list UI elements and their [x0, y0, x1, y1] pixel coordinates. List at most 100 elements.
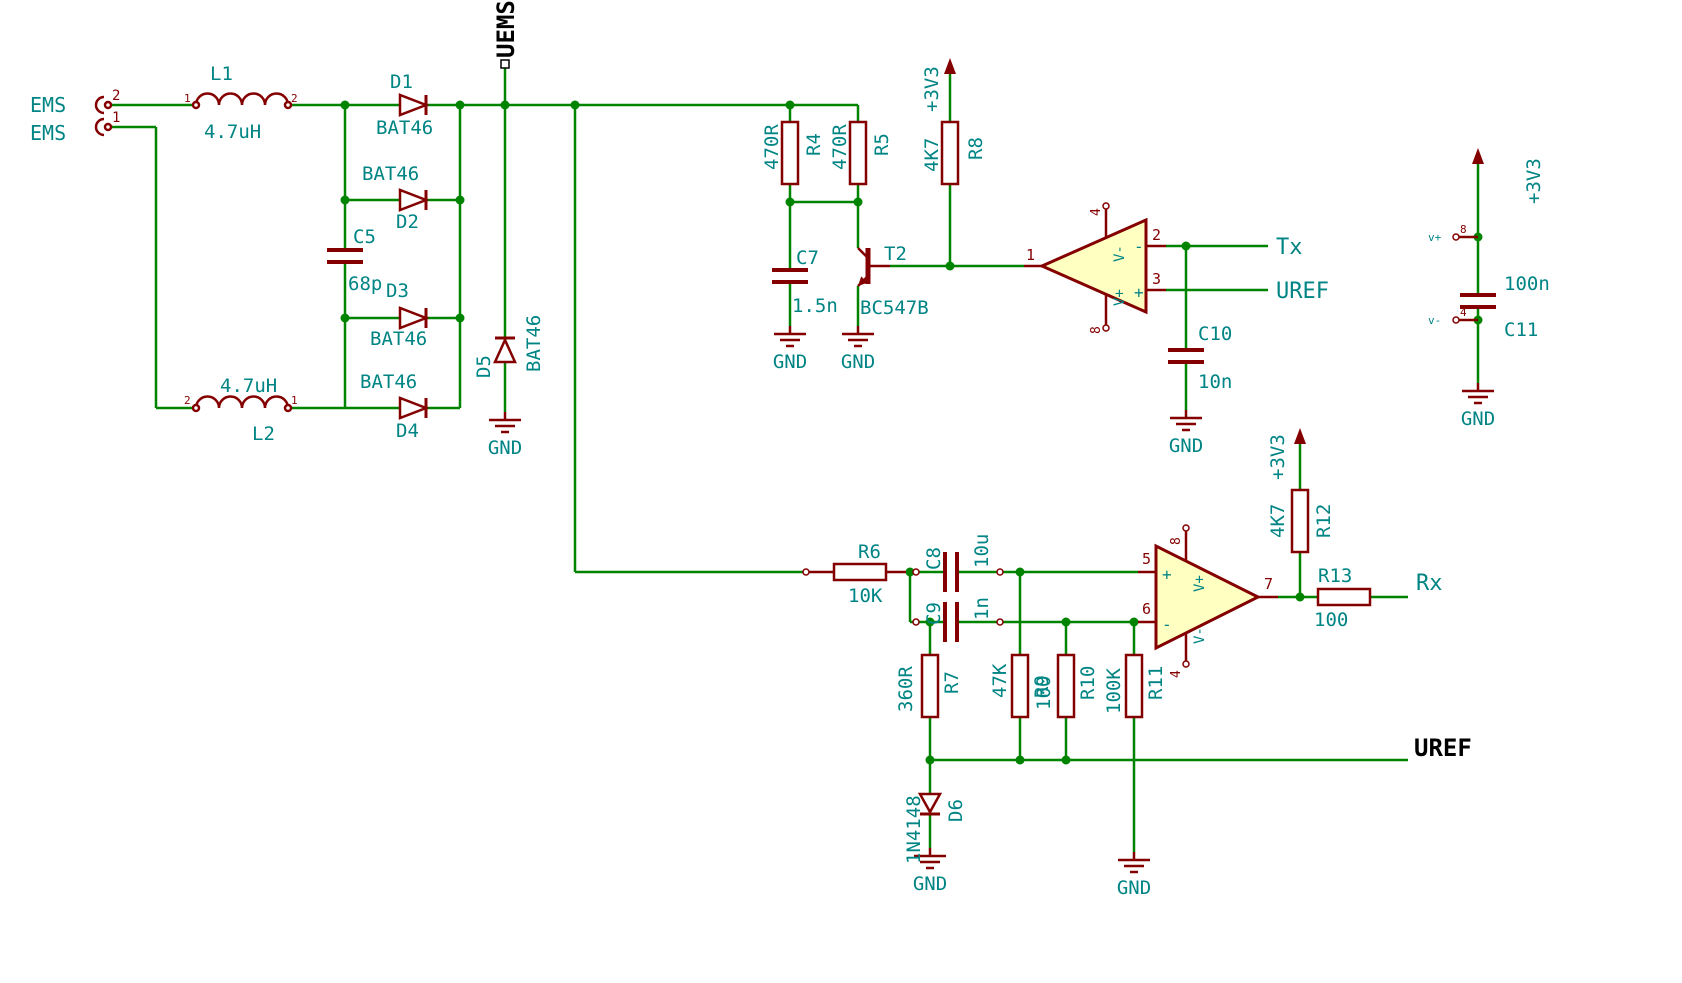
transistor-T2	[857, 247, 890, 287]
capacitor-C7	[772, 268, 808, 284]
gnd-symbol-d5	[489, 412, 521, 434]
ref-C10: C10	[1198, 323, 1232, 345]
diode-D6	[917, 792, 943, 816]
resistor-R5	[848, 120, 868, 186]
opamp-pwr-name-bottom: v-	[1428, 314, 1441, 327]
inductor-L2	[191, 395, 293, 413]
opamp2-pin-7: 7	[1264, 575, 1273, 593]
opamp2-sign-minus: -	[1162, 615, 1172, 634]
opamp-pwr-pin-top: 8	[1460, 223, 1467, 236]
value-D1: BAT46	[376, 117, 433, 139]
wires	[108, 68, 1480, 852]
value-C9: 1n	[971, 597, 993, 620]
capacitor-C8	[912, 552, 1004, 592]
connector-label-top: EMS	[30, 93, 66, 117]
ref-D1: D1	[390, 71, 413, 93]
resistor-bodies	[780, 120, 1372, 719]
opamp1-pin-4: 4	[1089, 208, 1104, 216]
opamp2-pin-4: 4	[1169, 670, 1184, 678]
power-flag-3v3-c11	[1472, 148, 1484, 164]
ref-T2: T2	[884, 243, 907, 265]
ref-D6: D6	[945, 799, 967, 822]
net-label-uref: UREF	[1276, 279, 1329, 304]
ref-R12: R12	[1313, 504, 1335, 538]
gnd-label-c7: GND	[773, 351, 807, 373]
net-label-tx: Tx	[1276, 235, 1303, 260]
power-label-3v3-r12: +3V3	[1267, 434, 1289, 480]
ref-R11: R11	[1145, 666, 1167, 700]
opamp-unit-a	[1024, 202, 1166, 332]
value-D5: BAT46	[523, 315, 545, 372]
value-R13: 100	[1314, 609, 1348, 631]
resistor-R6	[832, 562, 888, 582]
ref-D2: D2	[396, 211, 419, 233]
resistor-R8	[940, 120, 960, 186]
opamp-pwr-name-top: v+	[1428, 231, 1442, 244]
junction-dots	[340, 100, 1483, 765]
diode-D4	[398, 396, 430, 420]
ref-C5: C5	[353, 226, 376, 248]
resistor-R13	[1316, 587, 1372, 607]
pin-L2-left: 2	[184, 394, 191, 407]
value-T2: BC547B	[860, 297, 929, 319]
diode-D1	[398, 93, 430, 117]
value-R8: 4K7	[921, 138, 943, 172]
schematic-texts: EMS EMS 2 1 L1 4.7uH 1 2 4.7uH L2 2 1 D1…	[30, 0, 1550, 899]
ref-R5: R5	[871, 133, 893, 156]
opamp-power-unit	[1452, 233, 1478, 324]
resistor-R10	[1056, 653, 1076, 719]
value-R7: 360R	[895, 666, 917, 712]
value-C5: 68p	[348, 273, 382, 295]
uems-label-anchor	[500, 59, 510, 69]
value-L2: 4.7uH	[220, 375, 277, 397]
opamp2-name-vminus: V-	[1192, 627, 1208, 644]
opamp2-pin-5: 5	[1142, 550, 1151, 568]
opamp1-sign-minus: -	[1134, 237, 1144, 256]
opamp1-name-vminus: V-	[1112, 245, 1128, 262]
ref-R6: R6	[858, 541, 881, 563]
gnd-label-t2: GND	[841, 351, 875, 373]
pin-L1-right: 2	[291, 92, 298, 105]
opamp1-pin-3: 3	[1152, 270, 1161, 288]
pin-L2-right: 1	[291, 394, 298, 407]
power-flag-3v3-r12	[1294, 428, 1306, 444]
connector-pin-top: 2	[112, 88, 120, 104]
gnd-symbol-r11	[1118, 852, 1150, 874]
connector-ems	[94, 95, 113, 137]
gnd-symbol-c7	[774, 326, 806, 348]
resistor-R4	[780, 120, 800, 186]
value-R9: 47K	[989, 663, 1011, 698]
value-L1: 4.7uH	[204, 121, 261, 143]
power-flag-3v3-r8	[944, 58, 956, 74]
net-label-rx: Rx	[1416, 571, 1443, 596]
value-D3: BAT46	[370, 328, 427, 350]
ref-R4: R4	[803, 133, 825, 156]
opamp2-pin-8: 8	[1169, 537, 1184, 545]
gnd-label-r11: GND	[1117, 877, 1151, 899]
capacitor-C9	[912, 602, 1004, 642]
ref-L1: L1	[210, 63, 233, 85]
gnd-symbol-t2	[842, 326, 874, 348]
value-R12: 4K7	[1267, 504, 1289, 538]
value-C11: 100n	[1504, 273, 1550, 295]
value-R6: 10K	[848, 585, 883, 607]
opamp2-sign-plus: +	[1162, 565, 1172, 584]
ref-R8: R8	[965, 137, 987, 160]
value-R10: 100	[1033, 676, 1055, 710]
gnd-symbol-c11	[1462, 383, 1494, 405]
power-label-3v3-r8: +3V3	[921, 66, 943, 112]
value-D2: BAT46	[362, 163, 419, 185]
gnd-symbol-c10	[1170, 410, 1202, 432]
diode-D3	[398, 306, 430, 330]
value-C7: 1.5n	[792, 295, 838, 317]
pin-L1-left: 1	[184, 92, 191, 105]
gnd-label-c11: GND	[1461, 408, 1495, 430]
ref-L2: L2	[252, 423, 275, 445]
gnd-symbol-d6	[914, 848, 946, 870]
value-C8: 10u	[971, 534, 993, 568]
opamp-unit-b	[1138, 524, 1278, 668]
diode-D2	[398, 188, 430, 212]
net-label-uref-black: UREF	[1414, 734, 1472, 762]
opamp2-pin-6: 6	[1142, 600, 1151, 618]
